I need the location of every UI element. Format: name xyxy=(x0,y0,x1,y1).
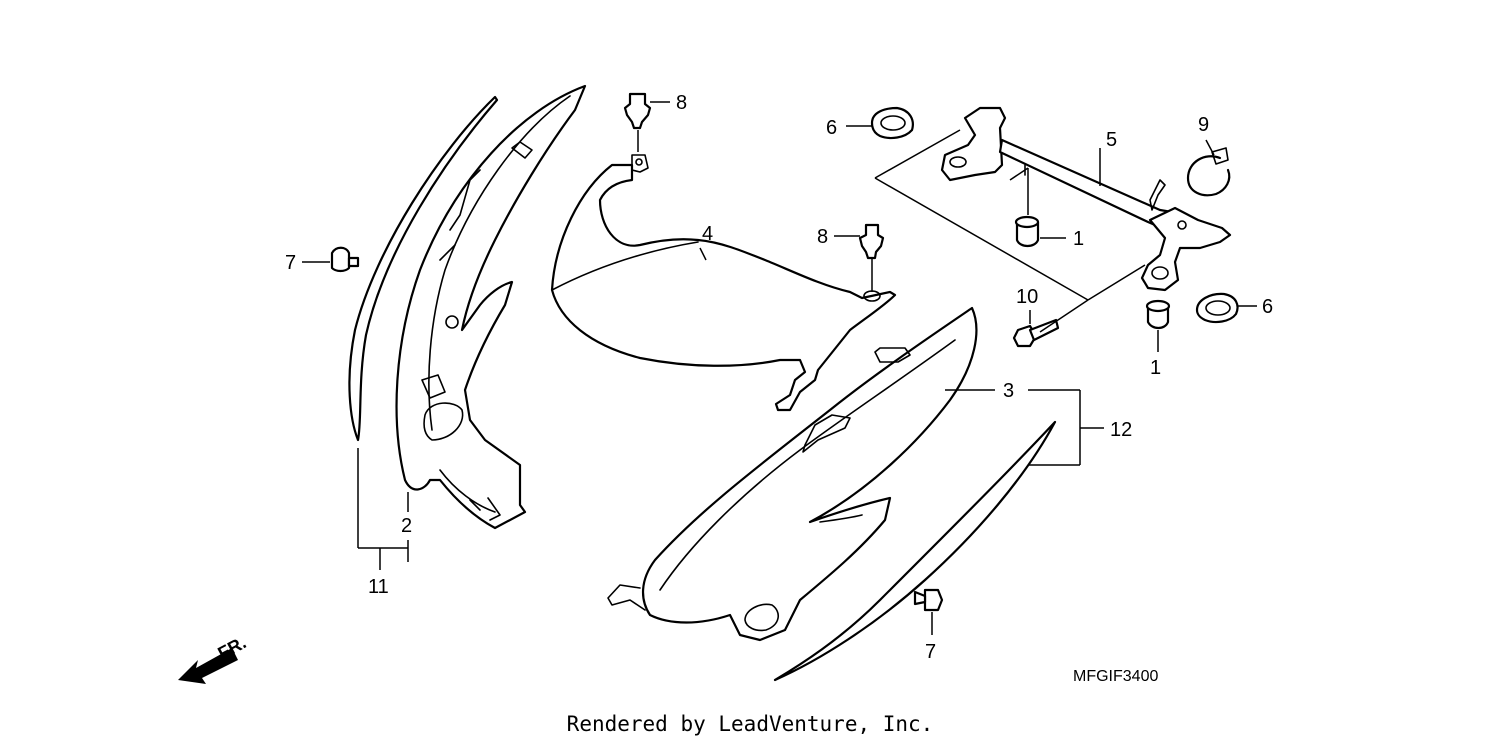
callout-1-upper: 1 xyxy=(1073,228,1084,250)
callout-10: 10 xyxy=(1016,286,1038,308)
part-6-grommet-lower[interactable] xyxy=(1195,292,1239,324)
diagram-code: MFGIF3400 xyxy=(1073,668,1158,685)
callout-3: 3 xyxy=(1003,380,1014,402)
part-2-left-cowl[interactable] xyxy=(395,84,587,530)
callout-1-lower: 1 xyxy=(1150,357,1161,379)
callout-9: 9 xyxy=(1198,114,1209,136)
callout-12: 12 xyxy=(1110,419,1132,441)
callout-2: 2 xyxy=(401,515,412,537)
part-7-screw-bottom[interactable] xyxy=(913,588,944,612)
part-4-upper-cowl[interactable] xyxy=(550,154,897,412)
part-7-screw-left[interactable] xyxy=(330,246,360,273)
part-6-grommet-upper[interactable] xyxy=(870,106,914,140)
callout-6-upper: 6 xyxy=(826,117,837,139)
part-12-trim-strip[interactable] xyxy=(773,420,1057,682)
part-11-trim-strip[interactable] xyxy=(348,95,499,442)
callout-labels: 8 8 7 7 4 6 6 5 9 1 1 10 3 12 2 11 xyxy=(285,92,1273,663)
leader-lines xyxy=(302,101,1257,635)
front-direction-indicator: FR. xyxy=(178,632,249,684)
callout-7-left: 7 xyxy=(285,252,296,274)
callout-5: 5 xyxy=(1106,129,1117,151)
part-1-collar-b[interactable] xyxy=(1145,299,1171,330)
part-9-clamp[interactable] xyxy=(1186,147,1231,197)
part-3-right-cowl[interactable] xyxy=(607,306,978,642)
callout-11: 11 xyxy=(368,576,389,598)
callout-7-bottom: 7 xyxy=(925,641,936,663)
part-1-collar-a[interactable] xyxy=(1014,215,1040,248)
part-5-stay-bracket[interactable] xyxy=(940,106,1232,292)
part-8-clip-lower[interactable] xyxy=(858,223,885,260)
part-8-clip-upper[interactable] xyxy=(623,92,652,130)
front-arrow-icon xyxy=(178,648,238,684)
callout-6-lower: 6 xyxy=(1262,296,1273,318)
callout-4: 4 xyxy=(702,223,713,245)
callout-8-upper: 8 xyxy=(676,92,687,114)
rendered-by-footer: Rendered by LeadVenture, Inc. xyxy=(566,712,934,736)
callout-8-lower: 8 xyxy=(817,226,828,248)
